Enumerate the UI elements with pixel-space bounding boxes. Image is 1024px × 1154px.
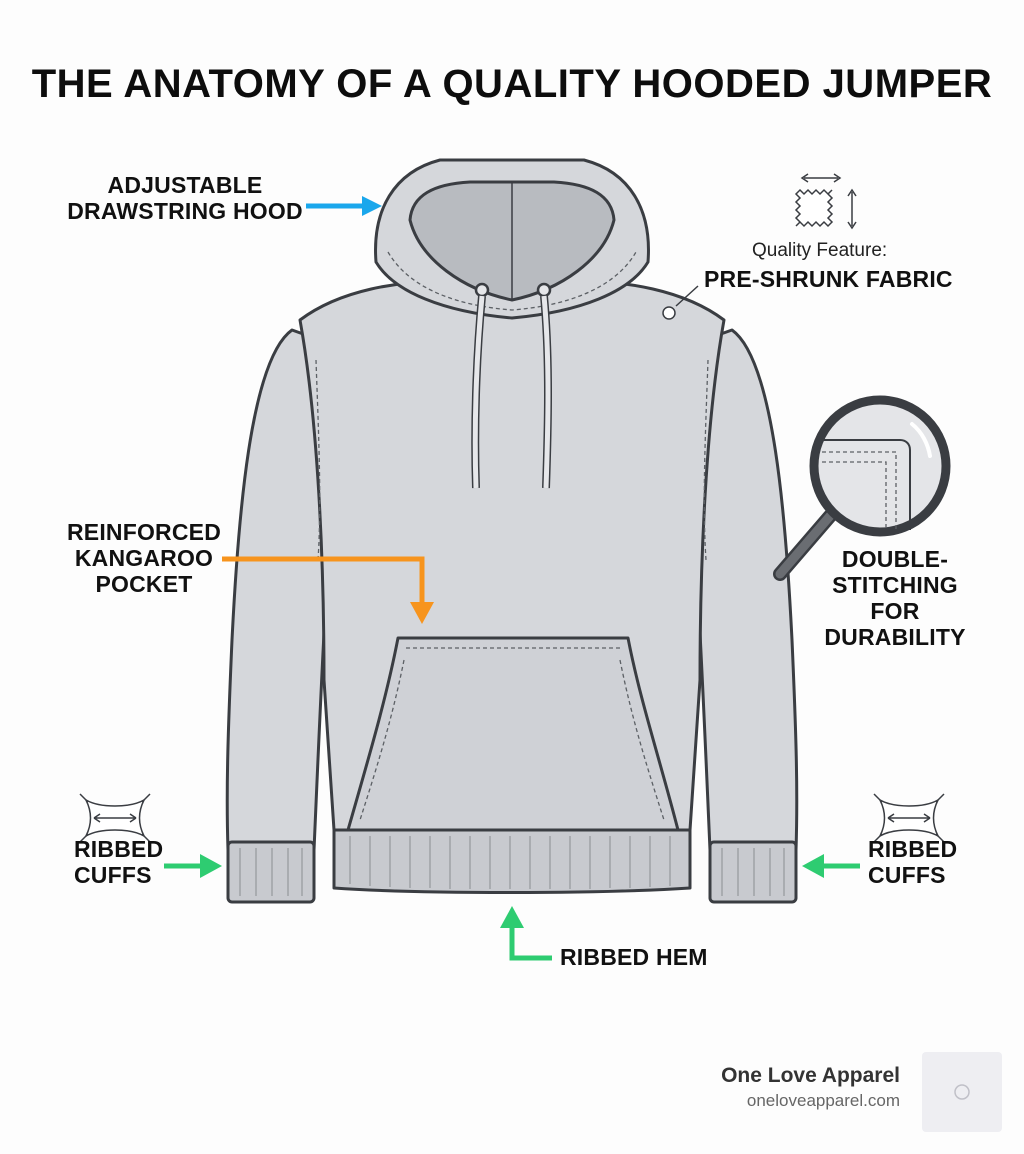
stitching-label-line: FOR (870, 598, 920, 624)
cuffs-left-label-line: RIBBED (74, 836, 164, 862)
pocket-label-line: POCKET (95, 571, 193, 597)
fabric-prefix: Quality Feature: (752, 240, 888, 261)
fabric-label: PRE-SHRUNK FABRIC (704, 266, 953, 292)
cuffs-left-label-line: CUFFS (74, 862, 152, 888)
hood-arrow (306, 196, 382, 216)
drawstrings (471, 282, 552, 489)
stitching-label-line: DOUBLE- (841, 546, 949, 572)
kangaroo-pocket (346, 636, 680, 832)
right-cuff (708, 840, 798, 904)
ribbing-lines (239, 836, 785, 896)
magnifier-icon (773, 395, 951, 581)
hoodie-body (225, 158, 799, 904)
stretch-icon (873, 793, 945, 843)
brand-name: One Love Apparel (721, 1064, 900, 1087)
pocket-label-line: REINFORCED (66, 519, 222, 545)
page-title: THE ANATOMY OF A QUALITY HOODED JUMPER (31, 62, 993, 106)
ribbed-hem (332, 828, 692, 894)
cuff-arrow-right (802, 854, 860, 878)
stitching (315, 251, 709, 821)
fabric-leader (662, 285, 699, 320)
hood-label-line: DRAWSTRING HOOD (67, 198, 303, 224)
cuffs-right-label-line: CUFFS (868, 862, 946, 888)
stitching-label-line: STITCHING (832, 572, 958, 598)
pocket-label: REINFORCED KANGAROO POCKET (66, 519, 222, 597)
left-cuff (226, 840, 316, 904)
hem-arrow (500, 906, 552, 961)
pre-shrunk-fabric-icon (794, 173, 857, 230)
hood-label-line: ADJUSTABLE (107, 172, 263, 198)
cuffs-left-label: RIBBED CUFFS (74, 836, 163, 888)
stitching-label-line: DURABILITY (824, 624, 966, 650)
pocket-label-line: KANGAROO (74, 545, 214, 571)
logo-icon (922, 1052, 1002, 1132)
hem-label: RIBBED HEM (560, 944, 708, 970)
stretch-icon (79, 793, 151, 843)
cuff-arrow-left (164, 854, 222, 878)
stitching-label: DOUBLE- STITCHING FOR DURABILITY (820, 546, 970, 650)
pocket-arrow (222, 556, 434, 624)
cuffs-right-label: RIBBED CUFFS (868, 836, 957, 888)
hood-label: ADJUSTABLE DRAWSTRING HOOD (60, 172, 310, 224)
brand-url[interactable]: oneloveapparel.com (746, 1091, 900, 1110)
cuffs-right-label-line: RIBBED (868, 836, 958, 862)
